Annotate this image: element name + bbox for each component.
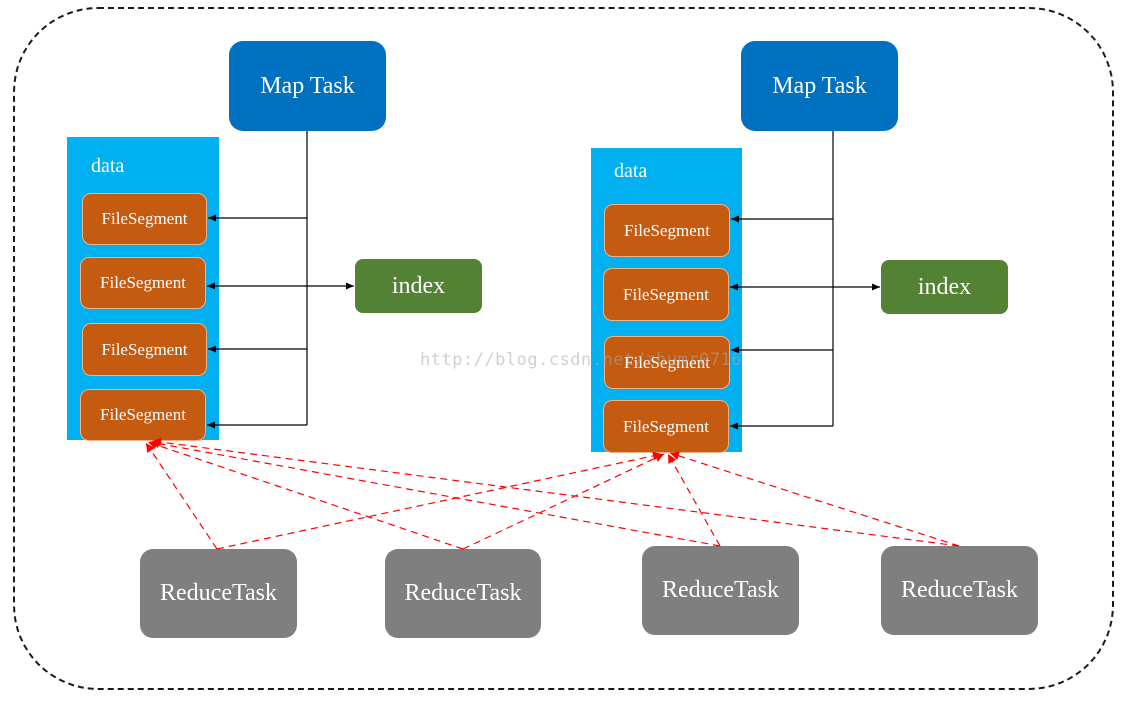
right-file-segment-4[interactable]: FileSegment <box>603 400 729 453</box>
left-file-segment-4[interactable]: FileSegment <box>80 389 206 441</box>
left-file-segment-2[interactable]: FileSegment <box>80 257 206 309</box>
fetch-r2-left <box>147 440 464 550</box>
fetch-r1-right <box>216 451 663 550</box>
cluster-boundary <box>13 7 1114 690</box>
right-file-segment-2[interactable]: FileSegment <box>603 268 729 321</box>
reduce-task-2[interactable]: ReduceTask <box>385 549 541 638</box>
fetch-r1-left <box>145 442 218 550</box>
reduce-task-4[interactable]: ReduceTask <box>881 546 1038 635</box>
left-index[interactable]: index <box>355 259 482 313</box>
watermark: http://blog.csdn.net/zhumr0716 <box>420 350 743 370</box>
left-file-segment-3[interactable]: FileSegment <box>82 323 207 376</box>
right-data-label: data <box>614 160 648 182</box>
right-map-write-lines <box>730 131 880 430</box>
left-file-segment-1[interactable]: FileSegment <box>82 193 207 245</box>
left-data-label: data <box>91 155 125 177</box>
fetch-r4-left <box>151 437 960 547</box>
right-map-task[interactable]: Map Task <box>741 41 898 131</box>
fetch-r4-right <box>669 451 960 547</box>
fetch-r3-left <box>149 439 721 547</box>
right-file-segment-1[interactable]: FileSegment <box>604 204 730 257</box>
fetch-r3-right <box>667 453 721 547</box>
fetch-r2-right <box>462 453 665 550</box>
left-map-task[interactable]: Map Task <box>229 41 386 131</box>
right-file-segment-3[interactable]: FileSegment <box>604 336 730 389</box>
left-map-write-lines <box>207 131 354 429</box>
reduce-fetch-lines <box>145 437 960 550</box>
reduce-task-3[interactable]: ReduceTask <box>642 546 799 635</box>
reduce-task-1[interactable]: ReduceTask <box>140 549 297 638</box>
right-index[interactable]: index <box>881 260 1008 314</box>
